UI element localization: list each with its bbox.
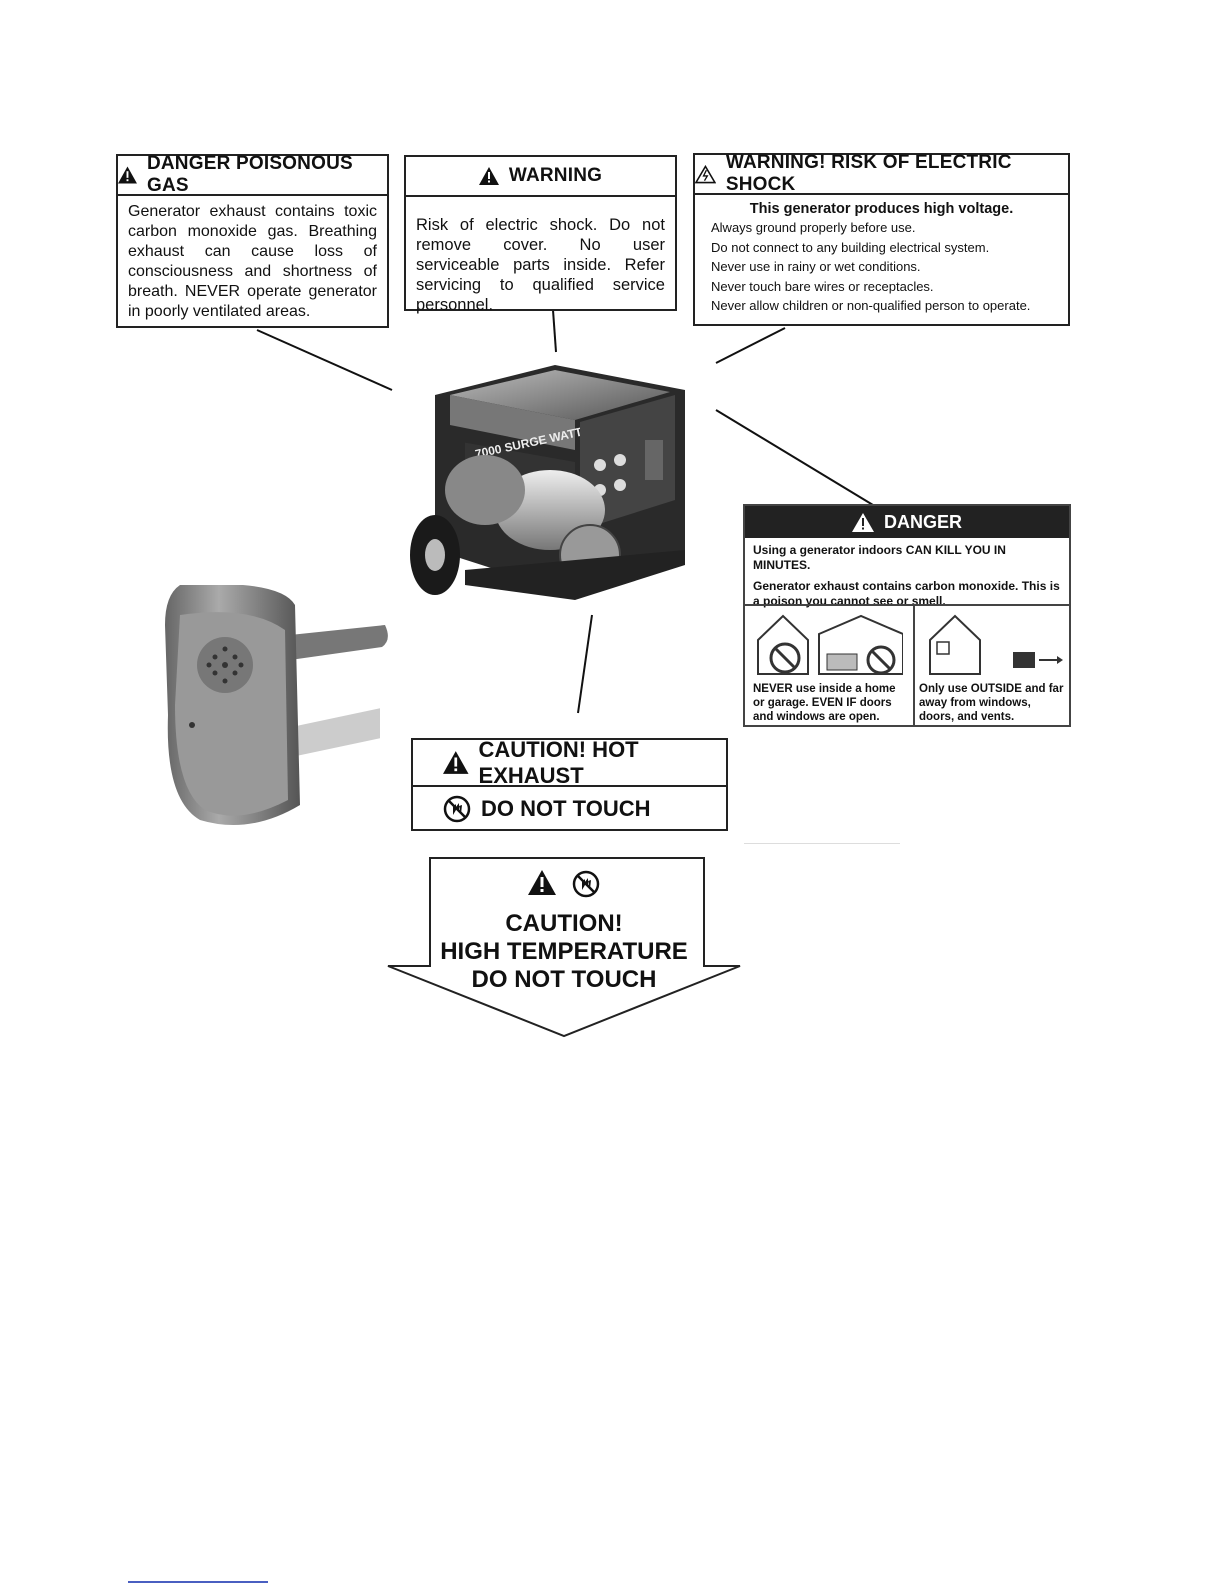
danger-caption-right: Only use OUTSIDE and far away from windo… (919, 683, 1064, 723)
danger-indoors-label: DANGER Using a generator indoors CAN KIL… (743, 504, 1071, 727)
label-title: WARNING (508, 165, 603, 186)
label-body: Risk of electric shock. Do not remove co… (416, 216, 665, 314)
arrow-line-3: DO NOT TOUCH (471, 966, 657, 993)
warning-label: WARNING Risk of electric shock. Do not r… (404, 155, 677, 314)
warning-triangle-icon (118, 166, 137, 184)
warning-triangle-icon (851, 512, 874, 532)
outdoor-use-icon (929, 614, 1063, 675)
hot-exhaust-line-1: CAUTION! HOT EXHAUST (478, 736, 639, 788)
list-item: Do not connect to any building electrica… (711, 239, 990, 255)
do-not-touch-icon (572, 870, 600, 898)
list-item: Never touch bare wires or receptacles. (711, 278, 934, 294)
arrow-line-2: HIGH TEMPERATURE (440, 938, 688, 965)
hot-exhaust-line-2: DO NOT TOUCH (481, 796, 651, 821)
arrow-line-1: CAUTION! (505, 910, 623, 937)
generator-illustration: 7000 SURGE WATT (405, 350, 715, 620)
no-indoor-use-icon (757, 614, 903, 675)
list-item: Always ground properly before use. (711, 220, 916, 235)
muffler-illustration (160, 585, 390, 830)
electric-shock-triangle-icon (695, 164, 716, 183)
danger-poisonous-gas-label: DANGER POISONOUS GAS Generator exhaust c… (116, 153, 389, 328)
list-item: Never allow children or non-qualified pe… (711, 298, 1031, 313)
label-subtitle: This generator produces high voltage. (749, 201, 1014, 217)
high-temperature-arrow-label: CAUTION! HIGH TEMPERATURE DO NOT TOUCH (386, 856, 742, 1040)
footer-rule (128, 1581, 268, 1583)
warning-triangle-icon (528, 870, 556, 895)
label-title: DANGER (883, 511, 962, 532)
label-title: WARNING! RISK OF ELECTRIC SHOCK (725, 152, 1012, 195)
divider (744, 843, 900, 844)
do-not-touch-icon (443, 795, 471, 823)
danger-caption-left: NEVER use inside a home or garage. EVEN … (753, 683, 896, 723)
warning-triangle-icon (478, 167, 499, 185)
danger-line-1: Using a generator indoors CAN KILL YOU I… (753, 543, 1006, 572)
hot-exhaust-label: CAUTION! HOT EXHAUST DO NOT TOUCH (411, 736, 728, 831)
list-item: Never use in rainy or wet conditions. (711, 259, 921, 274)
label-title: DANGER POISONOUS GAS (146, 153, 353, 196)
label-body: Generator exhaust contains toxic carbon … (128, 203, 377, 320)
electric-shock-warning-label: WARNING! RISK OF ELECTRIC SHOCK This gen… (693, 152, 1070, 326)
warning-triangle-icon (443, 751, 469, 774)
